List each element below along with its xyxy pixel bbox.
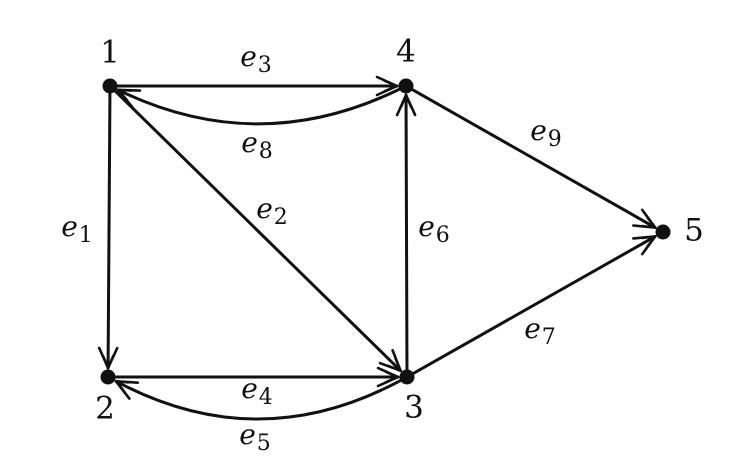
vertex-4 (398, 78, 414, 94)
vertex-5 (655, 224, 671, 240)
edge-e8 (116, 87, 401, 126)
vertex-3 (399, 369, 415, 385)
edge-e1 (97, 92, 119, 370)
edge-e7 (412, 234, 657, 375)
edge-e5 (114, 379, 402, 421)
edges-group (97, 75, 657, 421)
nodes-group (100, 78, 671, 385)
edge-e9 (411, 88, 657, 230)
vertex-2 (100, 369, 116, 385)
edge-e6 (395, 93, 417, 371)
vertex-1 (102, 78, 118, 94)
edge-e2 (114, 90, 403, 373)
